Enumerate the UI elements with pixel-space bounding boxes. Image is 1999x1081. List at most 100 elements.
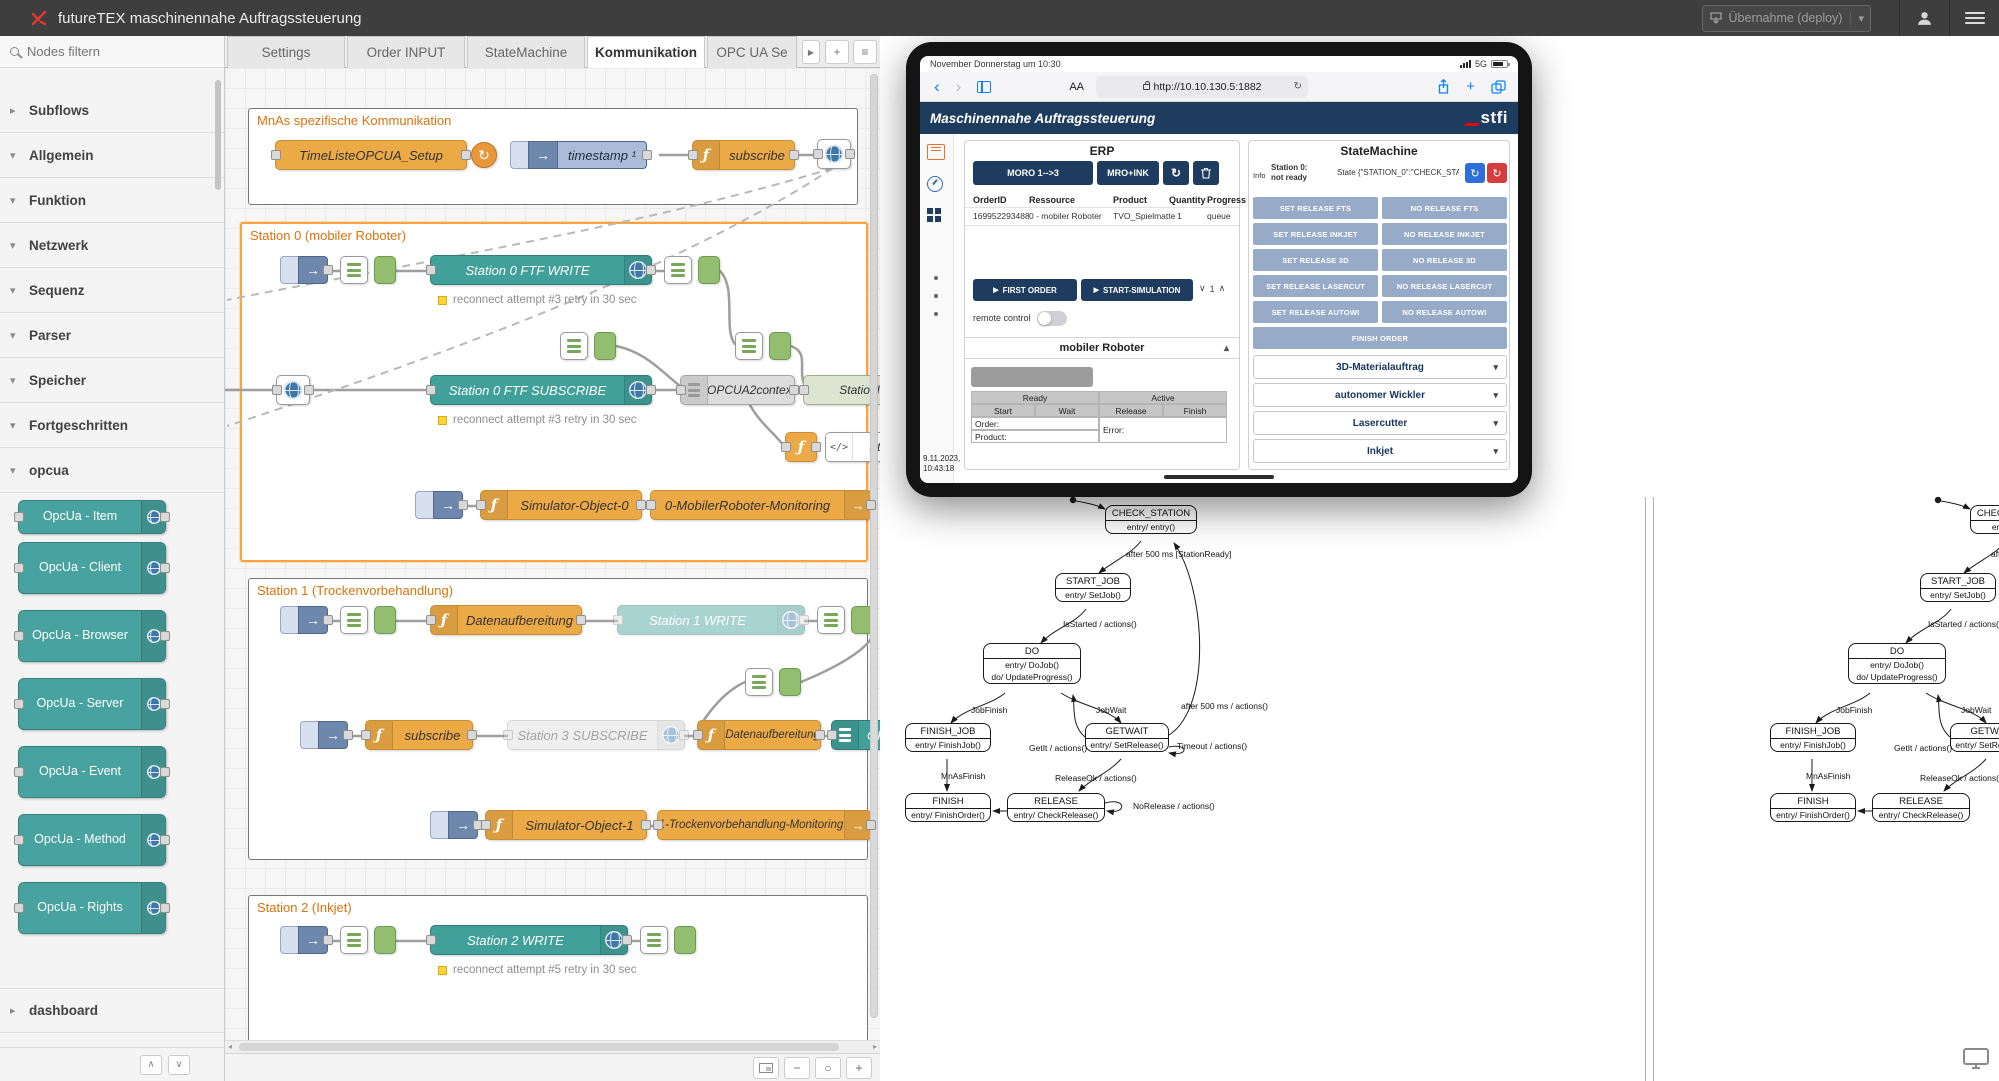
zoom-out-button[interactable]: −	[784, 1056, 810, 1079]
dropdown-inkjet[interactable]: Inkjet▾	[1253, 439, 1507, 463]
flow-node-opcua-endpoint[interactable]	[272, 375, 314, 405]
node-port[interactable]	[160, 512, 170, 522]
palette-category-fortgeschritten[interactable]: ▾Fortgeschritten	[0, 403, 224, 448]
tab-order-input[interactable]: Order INPUT	[347, 36, 465, 68]
reader-button[interactable]: AA	[1069, 80, 1085, 93]
flow-node-inject[interactable]: →	[430, 811, 483, 839]
set-release-inkjet-button[interactable]: SET RELEASE INKJET	[1253, 223, 1378, 245]
link-node-pair[interactable]	[745, 668, 801, 696]
node-port[interactable]	[14, 903, 24, 913]
node-port[interactable]	[811, 442, 821, 452]
flow-node-simulator1[interactable]: ƒ Simulator-Object-1	[481, 810, 651, 840]
node-port[interactable]	[426, 265, 436, 275]
palette-category-subflows[interactable]: ▸Subflows	[0, 88, 224, 133]
scrollbar-thumb[interactable]	[239, 1043, 839, 1051]
flow-node-simulator0[interactable]: ƒ Simulator-Object-0	[476, 490, 646, 520]
node-port[interactable]	[476, 500, 486, 510]
link-node-pair[interactable]	[664, 256, 720, 284]
dropdown-autonomer-wickler[interactable]: autonomer Wickler▾	[1253, 383, 1507, 407]
node-port[interactable]	[576, 615, 586, 625]
dashboard-nav-icon[interactable]	[927, 176, 943, 192]
main-menu-button[interactable]	[1949, 0, 1999, 36]
node-port[interactable]	[323, 935, 333, 945]
node-port[interactable]	[799, 615, 809, 625]
flow-node-subscribe2[interactable]: ƒ subscribe	[361, 720, 477, 750]
palette-node-opcua-event[interactable]: OpcUa - Event	[14, 746, 170, 798]
flow-node-station1-write[interactable]: Station 1 WRITE	[613, 605, 809, 635]
node-port[interactable]	[789, 385, 799, 395]
no-release-autowi-button[interactable]: NO RELEASE AUTOWI	[1382, 301, 1507, 323]
inject-button[interactable]	[280, 606, 298, 634]
node-port[interactable]	[693, 730, 703, 740]
node-port[interactable]	[14, 631, 24, 641]
junction-node[interactable]	[779, 668, 801, 696]
node-port[interactable]	[641, 820, 651, 830]
flow-node-inject[interactable]: →	[280, 256, 333, 284]
node-port[interactable]	[636, 500, 646, 510]
node-port[interactable]	[426, 935, 436, 945]
zoom-in-button[interactable]: +	[846, 1056, 872, 1079]
flow-node-station0-subscribe[interactable]: Station 0 FTF SUBSCRIBE	[426, 375, 656, 405]
flow-node-monitoring0[interactable]: 0-MobilerRoboter-Monitoring →	[646, 490, 876, 520]
palette-collapse-up-button[interactable]: ∧	[140, 1054, 162, 1075]
grid-nav-icon[interactable]	[927, 208, 945, 224]
node-port[interactable]	[14, 699, 24, 709]
tab-statemachine[interactable]: StateMachine	[467, 36, 585, 68]
flow-node-timestamp-inject[interactable]: → timestamp ¹	[510, 141, 652, 169]
flow-list-button[interactable]: ≡	[853, 40, 877, 64]
node-port[interactable]	[160, 903, 170, 913]
stepper-up-icon[interactable]: ∧	[1218, 283, 1226, 293]
zoom-reset-button[interactable]: ○	[815, 1056, 841, 1079]
palette-category-dashboard[interactable]: ▸dashboard	[0, 988, 224, 1033]
node-port[interactable]	[845, 149, 855, 159]
flow-node-inject[interactable]: →	[300, 721, 353, 749]
tab-opc-ua[interactable]: OPC UA Se	[707, 36, 797, 68]
node-port[interactable]	[503, 730, 513, 740]
orders-nav-icon[interactable]	[927, 144, 945, 160]
inject-button[interactable]	[280, 256, 298, 284]
canvas-horizontal-scrollbar[interactable]: ◂ ▸	[225, 1040, 880, 1053]
node-port[interactable]	[343, 730, 353, 740]
node-port[interactable]	[160, 631, 170, 641]
node-port[interactable]	[688, 150, 698, 160]
node-port[interactable]	[14, 835, 24, 845]
scroll-right-icon[interactable]: ▸	[872, 1042, 877, 1051]
junction-node[interactable]	[374, 256, 396, 284]
node-port[interactable]	[613, 615, 623, 625]
dropdown-3d-materialauftrag[interactable]: 3D-Materialauftrag▾	[1253, 355, 1507, 379]
node-port[interactable]	[271, 150, 281, 160]
address-bar[interactable]: http://10.10.130.5:1882 ↻	[1096, 75, 1309, 98]
node-port[interactable]	[14, 563, 24, 573]
node-port[interactable]	[646, 385, 656, 395]
browser-back-button[interactable]: ‹	[934, 76, 940, 96]
palette-node-opcua-rights[interactable]: OpcUa - Rights	[14, 882, 170, 934]
node-port[interactable]	[14, 767, 24, 777]
no-release-inkjet-button[interactable]: NO RELEASE INKJET	[1382, 223, 1507, 245]
junction-node[interactable]	[594, 332, 616, 360]
first-order-button[interactable]: ▶ FIRST ORDER	[973, 279, 1077, 301]
dropdown-lasercutter[interactable]: Lasercutter▾	[1253, 411, 1507, 435]
node-port[interactable]	[679, 730, 689, 740]
finish-order-button[interactable]: FINISH ORDER	[1253, 327, 1507, 349]
palette-category-opcua[interactable]: ▾opcua	[0, 448, 224, 493]
node-port[interactable]	[622, 935, 632, 945]
tab-scroll-right-button[interactable]: ▶	[802, 40, 820, 64]
node-port[interactable]	[813, 149, 823, 159]
flow-node-stationinfo0[interactable]: StationInfo 0	[799, 375, 880, 405]
palette-node-opcua-item[interactable]: OpcUa - Item	[14, 500, 170, 534]
erp-delete-button[interactable]	[1193, 161, 1219, 185]
no-release-lasercut-button[interactable]: NO RELEASE LASERCUT	[1382, 275, 1507, 297]
node-port[interactable]	[361, 730, 371, 740]
set-release-fts-button[interactable]: SET RELEASE FTS	[1253, 197, 1378, 219]
remote-control-toggle[interactable]	[1037, 311, 1067, 326]
moro-order-button[interactable]: MORO 1-->3	[973, 161, 1093, 185]
palette-category-speicher[interactable]: ▾Speicher	[0, 358, 224, 403]
inject-button[interactable]	[415, 491, 433, 519]
junction-node[interactable]	[374, 926, 396, 954]
palette-category-funktion[interactable]: ▾Funktion	[0, 178, 224, 223]
tabs-icon[interactable]	[1491, 79, 1506, 94]
palette-category-parser[interactable]: ▾Parser	[0, 313, 224, 358]
palette-category-allgemein[interactable]: ▾Allgemein	[0, 133, 224, 178]
set-release-autowi-button[interactable]: SET RELEASE AUTOWI	[1253, 301, 1378, 323]
node-port[interactable]	[676, 385, 686, 395]
